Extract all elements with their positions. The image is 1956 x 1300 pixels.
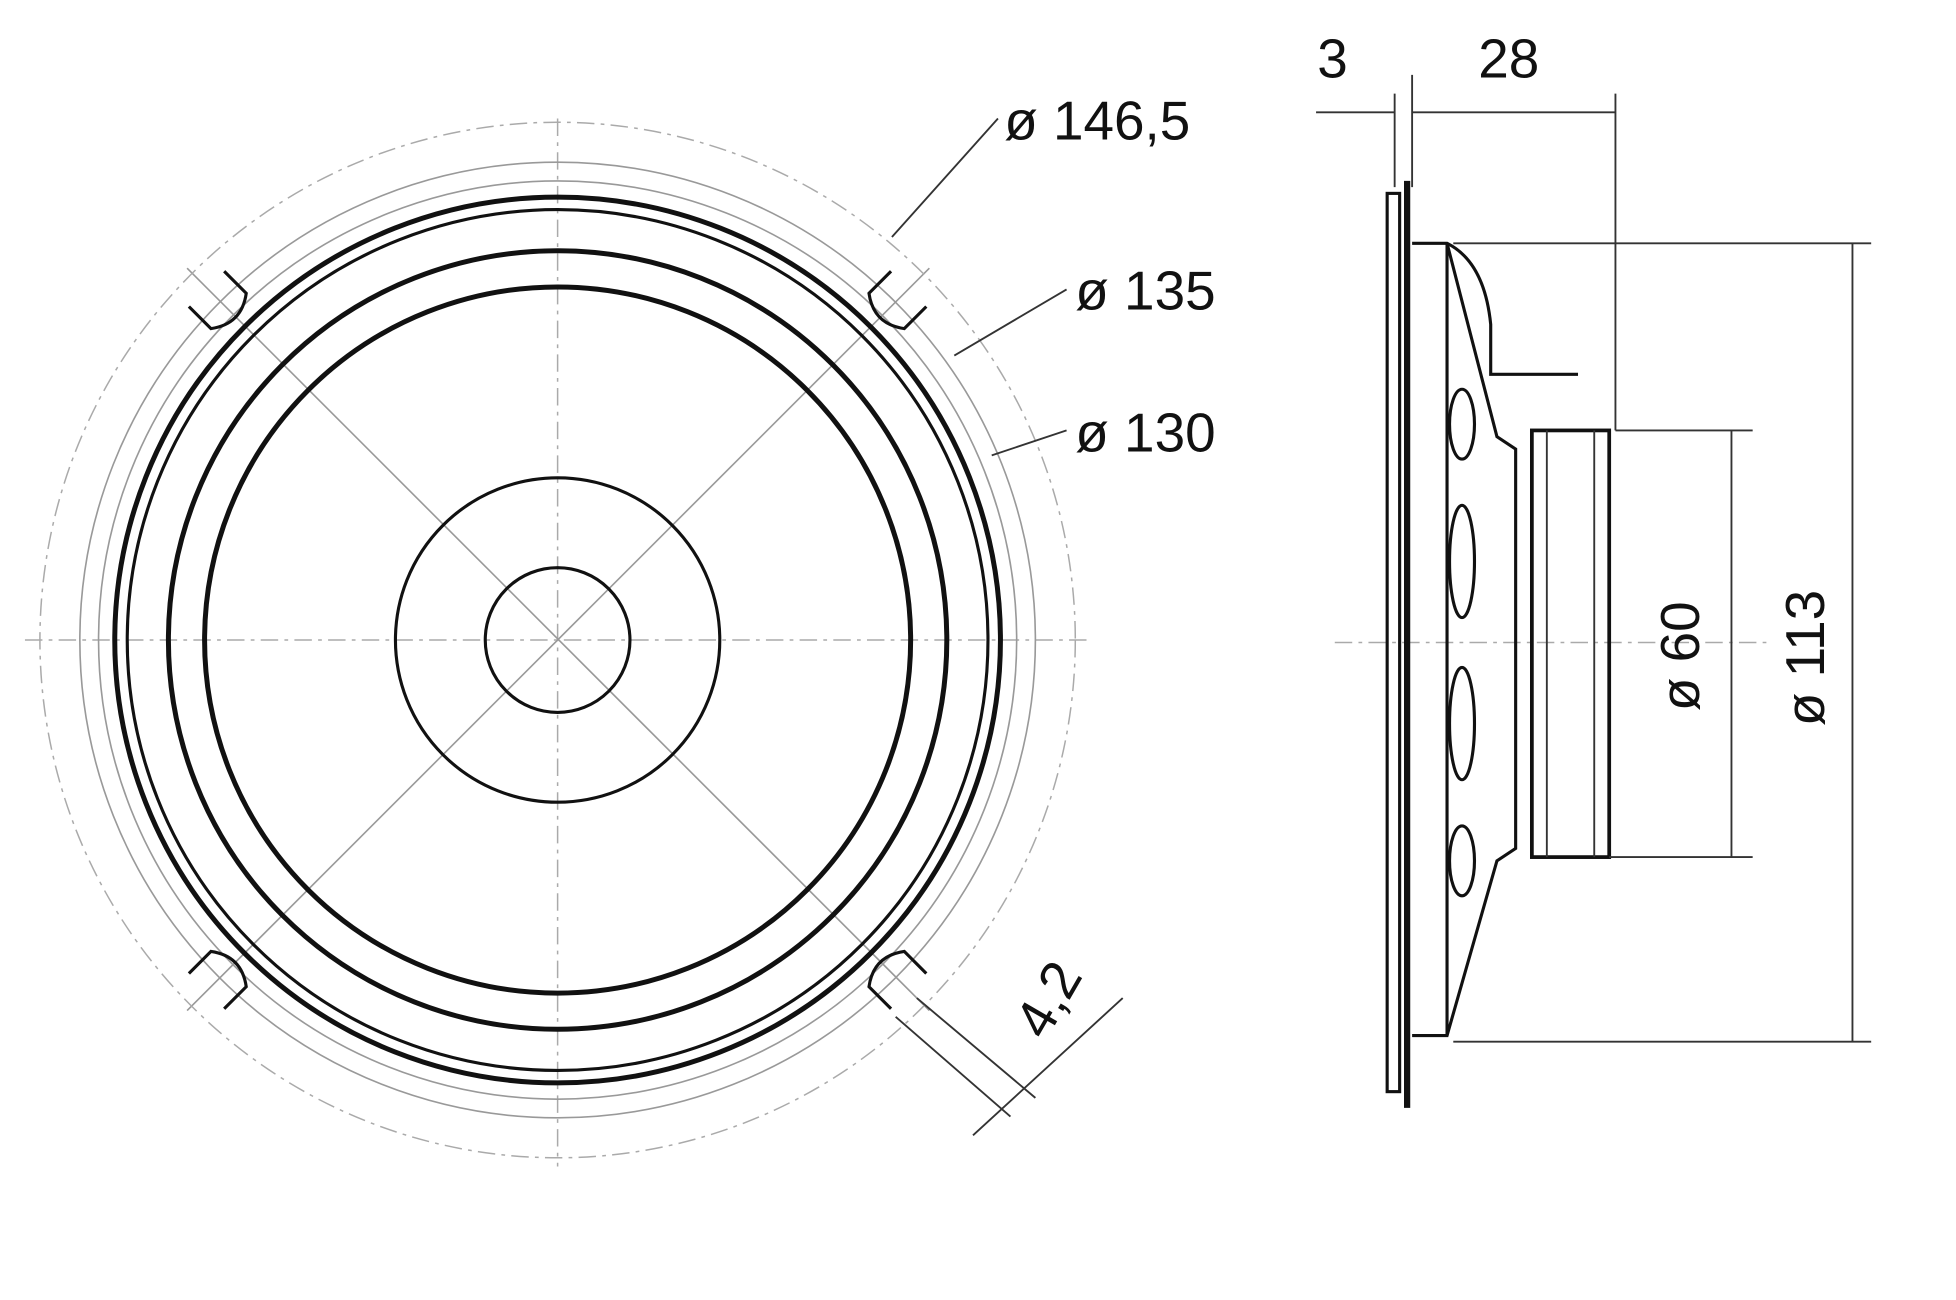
mounting-tab [867, 270, 928, 331]
basket [1412, 241, 1579, 1038]
basket-window [1447, 824, 1477, 898]
mounting-tab [187, 949, 248, 1010]
front-view: ø 146,5 ø 135 ø 130 4,2 [24, 90, 1216, 1167]
dim-label-113: ø 113 [1774, 590, 1836, 726]
dim-label-4-2: 4,2 [1002, 951, 1094, 1048]
dim-label-28: 28 [1478, 27, 1539, 89]
frame-inner-edge [125, 208, 990, 1073]
dim-label-60: ø 60 [1649, 601, 1711, 711]
side-view: 3 28 ø 60 ø 113 [1316, 27, 1872, 1108]
leader-line [953, 288, 1068, 357]
dim-label-146-5: ø 146,5 [1004, 90, 1190, 152]
dimension-line [972, 997, 1124, 1137]
leader-line [991, 429, 1067, 457]
outer-diameter-circle [39, 121, 1077, 1159]
dim-label-135: ø 135 [1075, 259, 1215, 321]
mounting-tab [187, 270, 248, 331]
basket-window [1447, 503, 1477, 620]
basket-window [1447, 387, 1477, 461]
cone-ring [393, 476, 722, 804]
leader-line [895, 1016, 1012, 1118]
leader-line [916, 997, 1036, 1099]
basket-window [1447, 665, 1477, 782]
magnet [1529, 428, 1612, 859]
surround-inner [202, 284, 914, 996]
frame-edge [112, 194, 1003, 1086]
mounting-tabs [187, 270, 928, 1010]
mounting-tab [867, 949, 928, 1010]
cutout-circle [97, 180, 1018, 1100]
hole-circle [79, 161, 1037, 1119]
flange [1385, 191, 1402, 1094]
surround-outer [165, 248, 950, 1032]
leader-line [891, 117, 999, 238]
dim-label-130: ø 130 [1075, 402, 1215, 464]
dim-label-3: 3 [1317, 27, 1348, 89]
dust-cap [483, 566, 632, 714]
